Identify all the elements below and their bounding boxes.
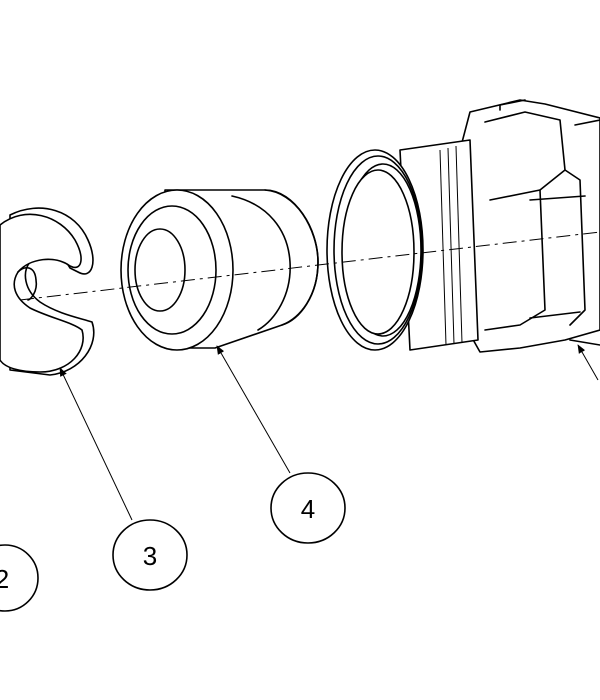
balloon-3: 3 <box>112 519 188 591</box>
leader-line-2 <box>577 344 599 381</box>
balloon-2: 2 <box>0 544 39 612</box>
assembly-centerline <box>19 231 600 301</box>
balloon-4-label: 4 <box>301 494 315 524</box>
grommet-seal-part <box>120 189 319 351</box>
balloon-4: 4 <box>270 472 346 544</box>
leader-line-4 <box>216 345 291 474</box>
balloon-3-label: 3 <box>143 541 157 571</box>
threaded-fitting-body-part <box>326 99 600 353</box>
c-washer-part <box>0 207 95 376</box>
balloon-2-label: 2 <box>0 564 9 594</box>
leader-line-3 <box>59 367 133 521</box>
